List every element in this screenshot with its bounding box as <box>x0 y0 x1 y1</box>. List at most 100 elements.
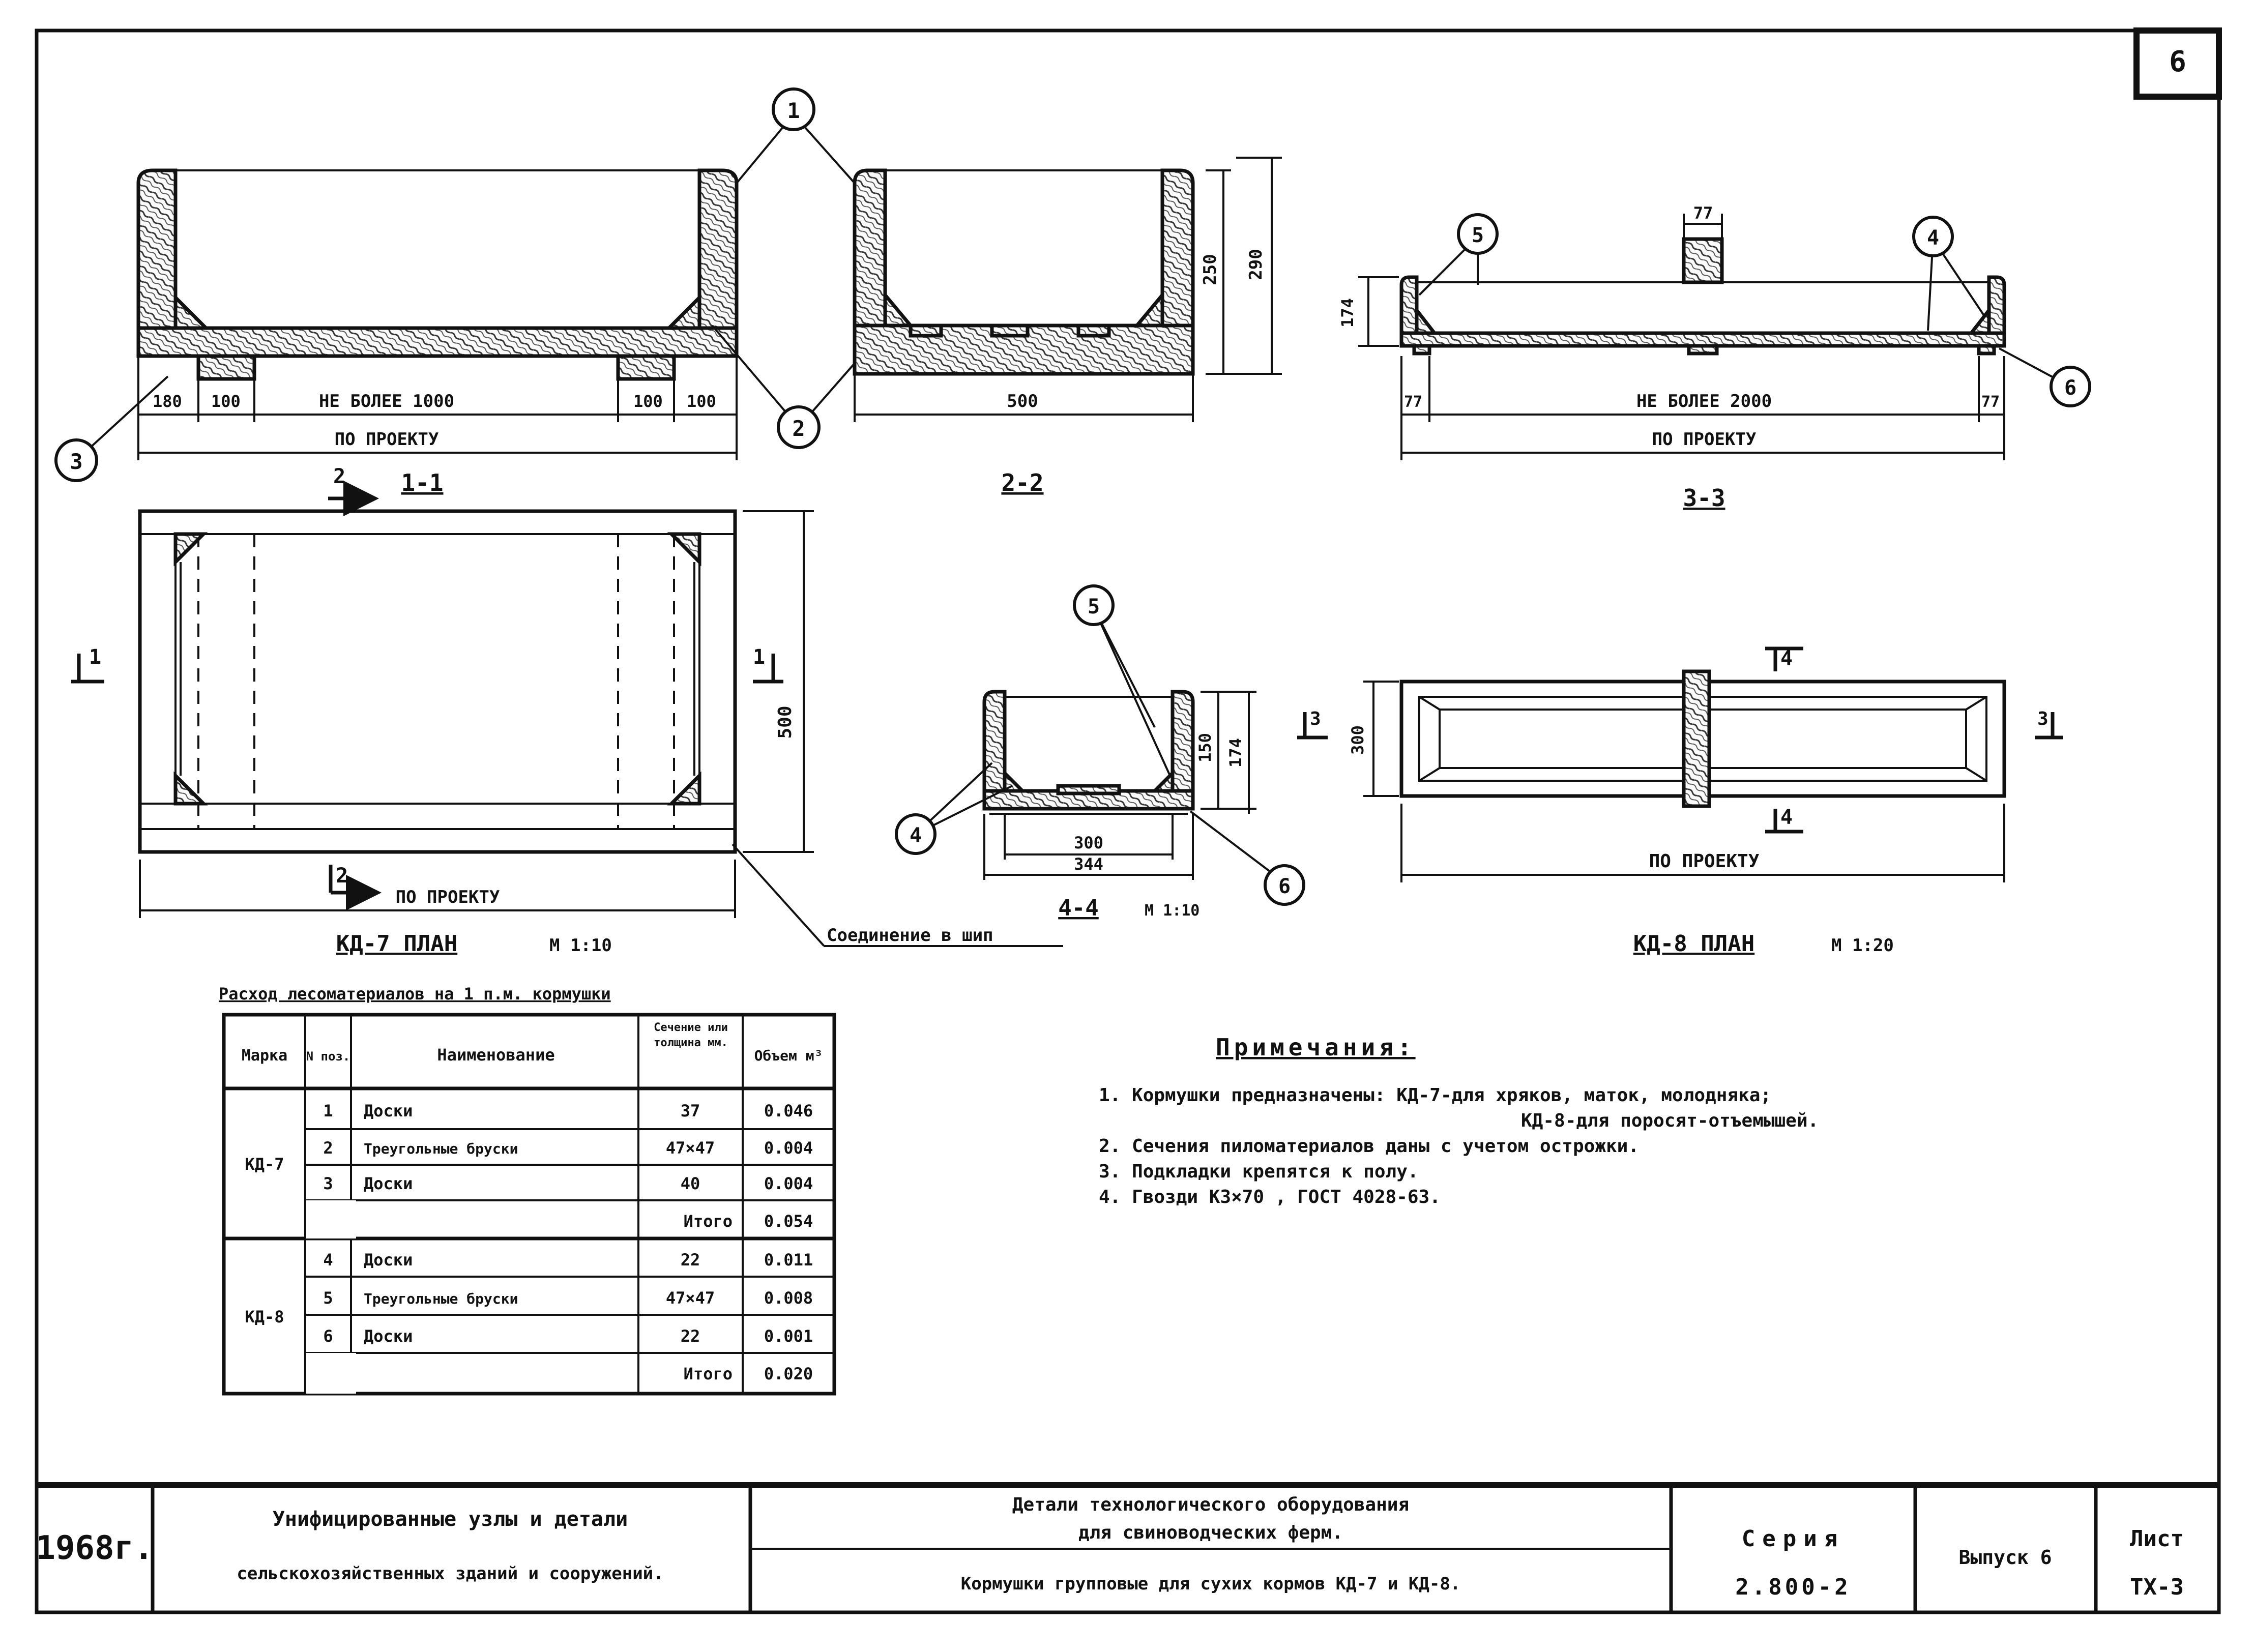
dim-300: 300 <box>1348 725 1367 755</box>
sheet-value: ТХ-3 <box>2130 1574 2184 1600</box>
table-row: 40 <box>681 1174 700 1193</box>
table-row: 0.004 <box>764 1174 813 1193</box>
subject-line-2: для свиноводческих ферм. <box>1078 1522 1343 1543</box>
group-mark-kd7: КД-7 <box>245 1155 284 1174</box>
table-row: 6 <box>323 1326 333 1346</box>
svg-text:5: 5 <box>1472 224 1484 247</box>
year: 1968г. <box>36 1529 153 1567</box>
plan-scale: М 1:10 <box>549 935 612 956</box>
note-item: 2. Сечения пиломатериалов даны с учетом … <box>1099 1136 1639 1157</box>
table-row: Доски <box>364 1101 413 1120</box>
notes: Примечания: 1. Кормушки предназначены: К… <box>1099 1034 1819 1207</box>
drawing-title: Кормушки групповые для сухих кормов КД-7… <box>961 1574 1461 1594</box>
table-row: Треугольные бруски <box>364 1290 518 1307</box>
total-label: Итого <box>684 1212 733 1231</box>
svg-text:4: 4 <box>1927 226 1939 250</box>
section-title: 2-2 <box>1001 469 1043 496</box>
bottom-board <box>136 326 739 358</box>
svg-text:1: 1 <box>787 98 800 123</box>
callout-4-mid: 4 <box>895 762 1013 855</box>
table-row: Доски <box>364 1174 413 1193</box>
plan-kd7: 1 1 2 500 ПО ПРОЕКТУ КД-7 ПЛАН М 1:10 Со… <box>71 509 1063 957</box>
dim-290: 290 <box>1246 249 1266 280</box>
right-support <box>616 354 676 381</box>
section-3-3: 77 174 77 НЕ БОЛЕЕ 2000 77 ПО ПРОЕКТУ 3-… <box>1338 203 2006 512</box>
left-side-board <box>136 168 178 330</box>
callout-6-mid: 6 <box>1189 810 1305 906</box>
dim-project: ПО ПРОЕКТУ <box>1649 851 1760 872</box>
cut-1-left: 1 <box>89 645 101 669</box>
header-name: Наименование <box>437 1045 554 1065</box>
section-2-2: 250 290 500 2-2 <box>853 157 1282 496</box>
table-row: Доски <box>364 1250 413 1270</box>
title-block: 1968г. Унифицированные узлы и детали сел… <box>36 1482 2219 1612</box>
plan-title: КД-8 ПЛАН <box>1633 931 1754 957</box>
cut-4-bottom: 4 <box>1780 806 1793 829</box>
org-line-1: Унифицированные узлы и детали <box>273 1508 628 1531</box>
note-item: 4. Гвозди К3×70 , ГОСТ 4028-63. <box>1099 1187 1441 1207</box>
dim-500: 500 <box>775 705 796 739</box>
section-scale: М 1:10 <box>1145 902 1199 920</box>
cut-3-right: 3 <box>2037 709 2049 729</box>
sheet-label: Лист <box>2130 1526 2184 1552</box>
org-line-2: сельскохозяйственных зданий и сооружений… <box>237 1563 663 1584</box>
note-item: 3. Подкладки крепятся к полу. <box>1099 1161 1419 1182</box>
cut-3-left: 3 <box>1310 709 1321 729</box>
dim-174: 174 <box>1338 298 1357 328</box>
issue: Выпуск 6 <box>1958 1546 2052 1569</box>
svg-text:6: 6 <box>1278 875 1291 898</box>
dim-150: 150 <box>1195 733 1215 762</box>
notes-title: Примечания: <box>1216 1034 1416 1061</box>
section-4-4: 150 174 300 344 4-4 М 1:10 <box>982 690 1256 921</box>
callout-6-top: 6 <box>1999 347 2091 407</box>
dim-344: 344 <box>1074 854 1103 874</box>
total-value: 0.054 <box>764 1212 813 1231</box>
sheet-number: 6 <box>2169 45 2186 78</box>
dim-max-1000: НЕ БОЛЕЕ 1000 <box>319 391 454 411</box>
callout-5-mid: 5 <box>1073 584 1171 776</box>
table-row: 0.011 <box>764 1250 813 1270</box>
table-row: Треугольные бруски <box>364 1140 518 1157</box>
dim-100-right: 100 <box>687 392 716 411</box>
callout-4-top: 4 <box>1912 216 1985 331</box>
dim-max-2000: НЕ БОЛЕЕ 2000 <box>1636 391 1772 411</box>
callout-3: 3 <box>54 375 169 482</box>
dim-174: 174 <box>1226 738 1245 768</box>
table-row: 47×47 <box>666 1288 715 1308</box>
table-row: 22 <box>681 1250 700 1270</box>
section-title: 1-1 <box>401 469 443 496</box>
header-pos: N поз. <box>306 1049 350 1064</box>
dim-project: ПО ПРОЕКТУ <box>1652 429 1757 450</box>
materials-table: Расход лесоматериалов на 1 п.м. кормушки… <box>219 984 836 1396</box>
plan-title: КД-7 ПЛАН <box>336 931 457 957</box>
callout-5-top: 5 <box>1418 213 1499 296</box>
table-row: Доски <box>364 1326 413 1346</box>
dim-77-top: 77 <box>1693 203 1713 223</box>
table-row: 0.004 <box>764 1138 813 1158</box>
dim-77-left: 77 <box>1404 393 1422 411</box>
callout-1: 1 <box>736 87 856 184</box>
dim-100-mid: 100 <box>633 392 663 411</box>
table-row: 0.046 <box>764 1101 813 1120</box>
dim-250: 250 <box>1200 254 1220 285</box>
dim-180: 180 <box>153 392 182 411</box>
dim-project: ПО ПРОЕКТУ <box>335 429 439 450</box>
cut-4-top: 4 <box>1780 647 1793 670</box>
series-value: 2.800-2 <box>1735 1574 1851 1600</box>
table-row: 22 <box>681 1326 700 1346</box>
right-side-board <box>697 168 739 330</box>
subject-line-1: Детали технологического оборудования <box>1012 1494 1409 1515</box>
left-fillet <box>173 293 211 330</box>
table-row: 2 <box>323 1138 333 1158</box>
dim-77-right: 77 <box>1981 393 2000 411</box>
joint-label: Соединение в шип <box>827 925 993 946</box>
header-section: Сечение или толщина мм. <box>654 1021 728 1049</box>
series-label: Серия <box>1742 1526 1845 1552</box>
table-row: 37 <box>681 1101 700 1120</box>
cut-1-right: 1 <box>753 645 765 669</box>
note-item: КД-8-для поросят-отъемышей. <box>1521 1110 1819 1131</box>
section-1-1: 180 100 НЕ БОЛЕЕ 1000 100 100 ПО ПРОЕКТУ… <box>136 168 739 516</box>
section-title: 4-4 <box>1058 895 1098 921</box>
section-title: 3-3 <box>1683 484 1725 512</box>
group-mark-kd8: КД-8 <box>245 1307 284 1326</box>
